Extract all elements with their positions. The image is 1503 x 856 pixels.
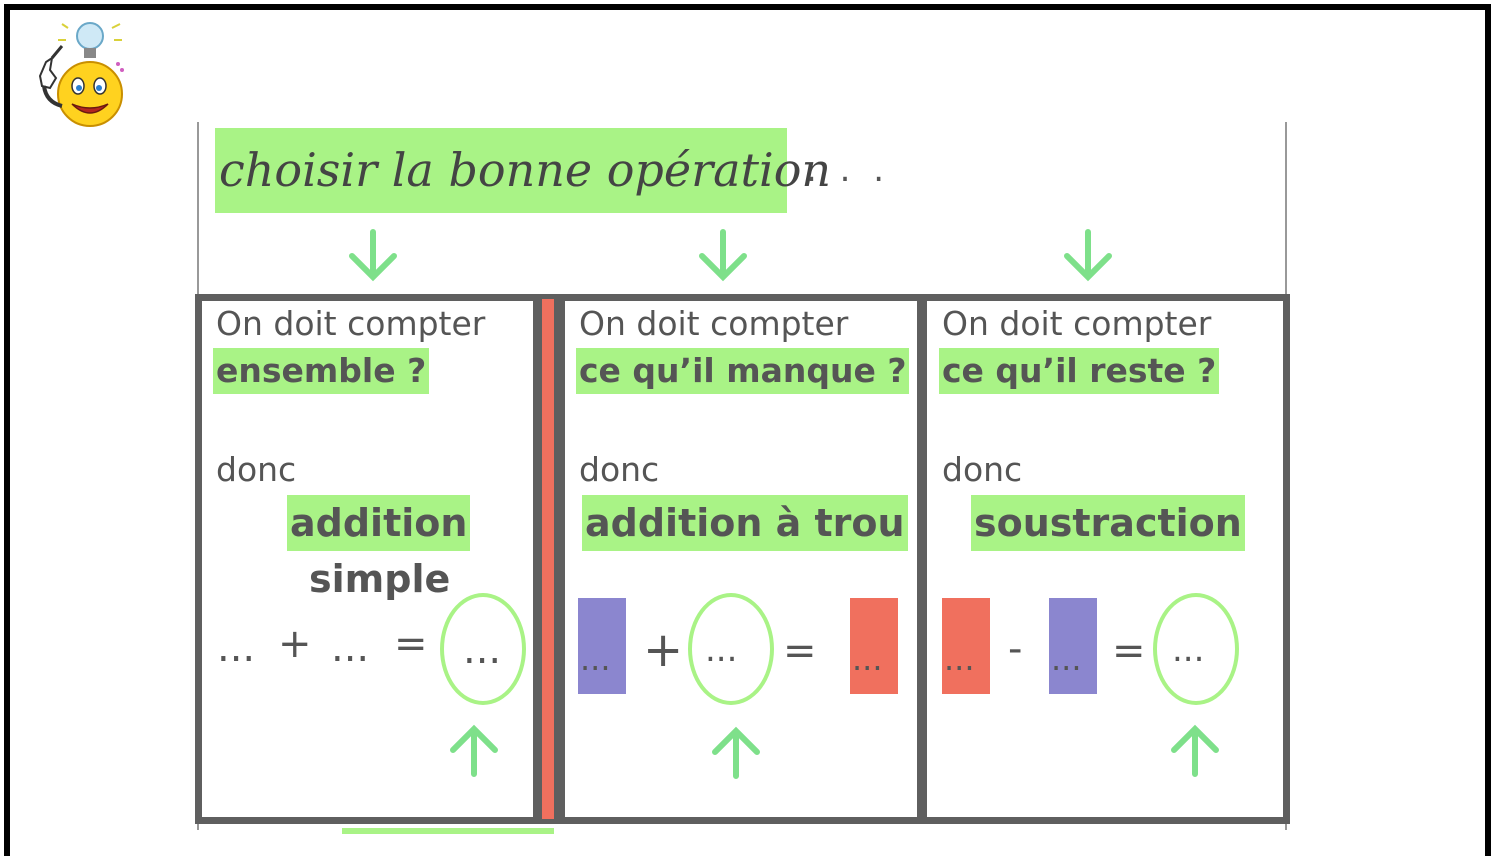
formula-term: ... (580, 640, 611, 678)
question-line: On doit compter (216, 304, 486, 343)
slide-frame (4, 4, 1491, 856)
formula-equals: = (394, 621, 428, 667)
lightbulb-smiley-icon (38, 22, 124, 127)
result-circle (1153, 593, 1239, 705)
operation-name-line2: simple (309, 557, 451, 601)
column-addition (195, 294, 540, 824)
purple-box (1049, 598, 1097, 694)
page-title: choisir la bonne opération (219, 143, 832, 197)
arrow-up-icon (450, 724, 498, 777)
formula-equals: = (1112, 628, 1146, 674)
question-line: On doit compter (942, 304, 1212, 343)
question-key: ensemble ? (213, 348, 430, 394)
column-soustraction (920, 294, 1290, 824)
arrow-up-icon (1171, 724, 1219, 777)
formula-term: ... (331, 625, 370, 671)
question-key: ce qu’il manque ? (576, 348, 910, 394)
arrow-up-icon (712, 726, 760, 779)
result-circle (440, 593, 526, 705)
formula-term: ... (944, 640, 975, 678)
operation-name: addition (287, 495, 471, 551)
separator-bar (537, 294, 559, 824)
red-box (942, 598, 990, 694)
arrow-down-icon (1064, 229, 1112, 282)
formula-term: ... (217, 625, 256, 671)
formula-term: ... (1051, 640, 1082, 678)
formula-operator: + (278, 621, 312, 667)
formula-equals: = (783, 628, 817, 674)
formula-result: ... (1172, 630, 1205, 670)
red-box (850, 598, 898, 694)
question-key: ce qu’il reste ? (939, 348, 1220, 394)
donc-label: donc (579, 450, 660, 489)
formula-operator: + (643, 622, 684, 678)
unknown-circle (688, 593, 774, 705)
operation-name: addition à trou (582, 495, 908, 551)
arrow-down-icon (349, 229, 397, 282)
bottom-highlight (342, 828, 554, 834)
donc-label: donc (216, 450, 297, 489)
question-line: On doit compter (579, 304, 849, 343)
purple-box (578, 598, 626, 694)
title-highlight (215, 128, 787, 213)
formula-term: ... (705, 630, 738, 670)
title-dots: . . . (806, 150, 891, 190)
arrow-down-icon (699, 229, 747, 282)
donc-label: donc (942, 450, 1023, 489)
formula-operator: - (1008, 626, 1023, 672)
formula-result: ... (852, 640, 883, 678)
formula-result: ... (463, 627, 502, 673)
operation-name: soustraction (971, 495, 1245, 551)
